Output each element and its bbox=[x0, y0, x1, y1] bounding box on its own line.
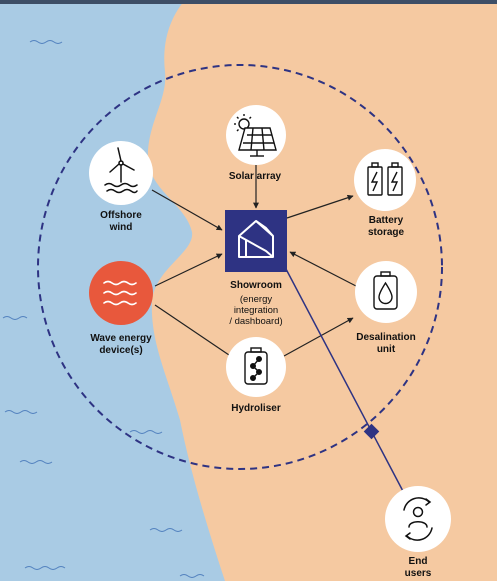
hub-subtitle: (energy integration / dashboard) bbox=[229, 294, 282, 327]
wind-turbine-icon bbox=[104, 147, 138, 194]
battery-label-line-1: Battery bbox=[368, 215, 404, 226]
top-edge-strip bbox=[0, 0, 497, 4]
link-hub-users bbox=[275, 249, 406, 496]
wave-label-line-1: Wave energy bbox=[90, 333, 152, 344]
connections bbox=[151, 162, 357, 357]
wave-label: Wave energy device(s) bbox=[90, 333, 151, 357]
users-node bbox=[385, 486, 451, 552]
solar-label-line: Solar array bbox=[228, 171, 282, 182]
link-wind-hub bbox=[151, 189, 223, 231]
desal-label: Desalination unit bbox=[356, 332, 415, 356]
battery-label-line-2: storage bbox=[367, 227, 405, 238]
link-wave-hub bbox=[154, 253, 223, 287]
land-area bbox=[147, 0, 497, 581]
link-hydro-desal bbox=[283, 317, 354, 357]
waves-icon bbox=[103, 280, 137, 306]
sea-ripples bbox=[2, 40, 205, 578]
battery-label: Battery storage bbox=[368, 215, 404, 239]
water-drop-icon bbox=[373, 271, 398, 310]
hydrogen-cell-icon bbox=[244, 347, 268, 385]
wind-label: Offshore wind bbox=[100, 210, 142, 234]
users-label-line-1: End bbox=[408, 556, 428, 567]
users-label-line-2: users bbox=[404, 568, 432, 579]
hub-title: Showroom bbox=[230, 280, 282, 291]
hydro-label-line: Hydroliser bbox=[231, 403, 281, 414]
hub-box bbox=[225, 210, 287, 272]
user-cycle-icon bbox=[403, 497, 433, 541]
wave-label-line-2: device(s) bbox=[99, 345, 143, 356]
desal-node bbox=[355, 261, 417, 323]
battery-icon bbox=[367, 162, 403, 196]
hub-subtitle-line-1: (energy bbox=[239, 294, 273, 305]
users-label: End users bbox=[405, 556, 432, 580]
link-wave-hydro bbox=[154, 304, 230, 356]
site-boundary-circle bbox=[37, 64, 443, 470]
link-desal-hub bbox=[289, 251, 357, 287]
link-hub-battery bbox=[286, 194, 354, 219]
desal-label-line-2: unit bbox=[376, 344, 396, 355]
hydro-label: Hydroliser bbox=[231, 403, 280, 415]
wind-label-line-2: wind bbox=[109, 222, 133, 233]
house-outline-icon bbox=[238, 220, 274, 258]
hub-subtitle-line-3: / dashboard) bbox=[229, 316, 283, 327]
solar-panel-icon bbox=[234, 114, 277, 157]
hub-subtitle-line-2: integration bbox=[233, 305, 279, 316]
wind-label-line-1: Offshore bbox=[100, 210, 142, 221]
desal-label-line-1: Desalination bbox=[356, 332, 416, 343]
battery-node bbox=[354, 149, 416, 211]
hydro-node bbox=[226, 337, 286, 397]
solar-label: Solar array bbox=[229, 171, 281, 183]
